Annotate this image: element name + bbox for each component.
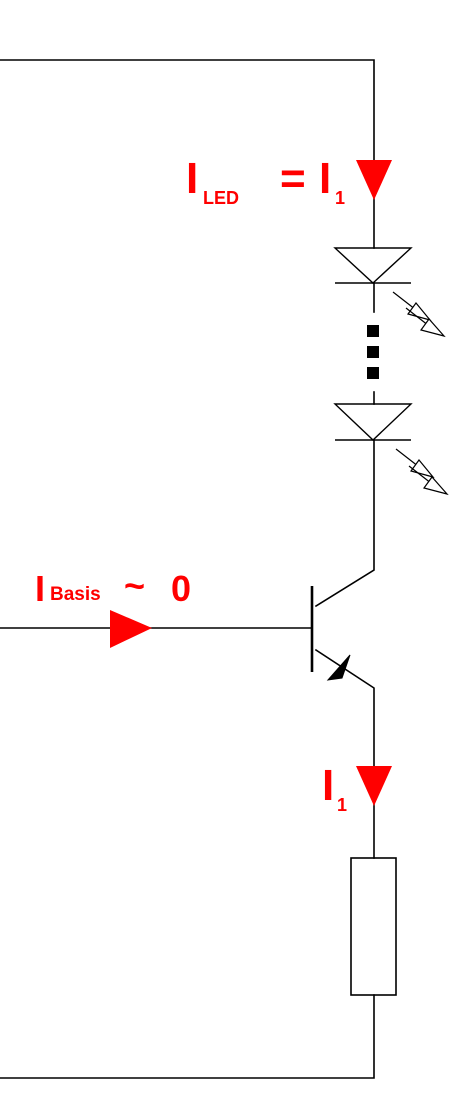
led-current-rhs-symbol: I xyxy=(319,154,331,203)
led-current-label: I LED = I 1 xyxy=(186,154,345,208)
led-current-equals: = xyxy=(280,154,306,203)
emitter-current-arrow-icon xyxy=(356,766,392,806)
emitter-current-subscript: 1 xyxy=(337,795,347,815)
emitter-current-symbol: I xyxy=(322,761,334,810)
led-1-light-arrow-2 xyxy=(419,318,446,338)
led-1-triangle xyxy=(333,247,413,284)
led-1-light-arrows xyxy=(392,291,446,338)
led-2-light-arrows xyxy=(395,448,449,496)
led-current-subscript: LED xyxy=(203,188,239,208)
top-wire xyxy=(0,59,375,161)
emitter-current-label: I 1 xyxy=(322,761,347,815)
base-current-symbol: I xyxy=(35,568,45,609)
bottom-wire xyxy=(0,994,375,1079)
emitter-arrow-icon xyxy=(326,654,351,681)
led-current-symbol: I xyxy=(186,154,198,203)
base-current-subscript: Basis xyxy=(50,584,101,605)
base-current-value: 0 xyxy=(171,568,191,609)
led-current-arrow-icon xyxy=(356,160,392,200)
led-ellipsis-dots xyxy=(367,325,379,379)
led-1-light-arrow-1 xyxy=(407,302,432,322)
ellipsis-dot xyxy=(367,367,379,379)
led-2 xyxy=(333,403,449,496)
led-1 xyxy=(333,247,446,338)
led-current-rhs-subscript: 1 xyxy=(335,188,345,208)
ellipsis-dot xyxy=(367,325,379,337)
led-2-light-arrow-2 xyxy=(422,476,449,496)
resistor xyxy=(350,857,397,996)
wire-emitter-to-arrow xyxy=(314,648,375,767)
npn-transistor xyxy=(310,586,351,681)
led-2-triangle xyxy=(333,403,413,441)
base-current-approx: ~ xyxy=(124,565,145,606)
led-2-light-arrow-1 xyxy=(410,459,435,479)
wire-second-led-to-collector xyxy=(314,439,375,608)
ellipsis-dot xyxy=(367,346,379,358)
base-current-label: I Basis ~ 0 xyxy=(35,565,191,609)
wires xyxy=(0,59,375,1079)
base-current-arrow-icon xyxy=(110,610,152,648)
